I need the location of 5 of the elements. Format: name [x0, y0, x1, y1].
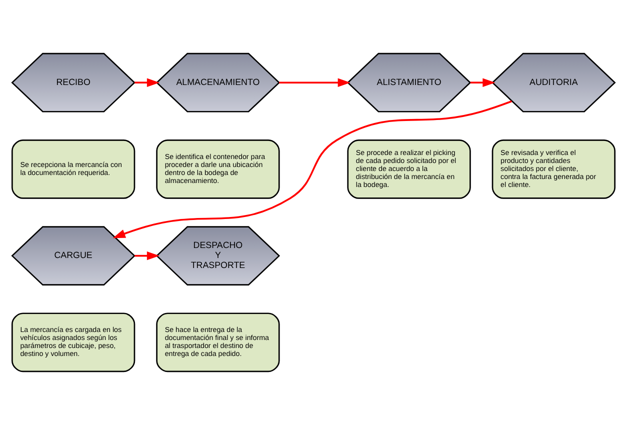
arrow — [470, 78, 496, 87]
arrow — [134, 78, 160, 87]
arrow — [112, 100, 512, 238]
arrow — [279, 78, 350, 87]
arrow — [134, 251, 160, 260]
